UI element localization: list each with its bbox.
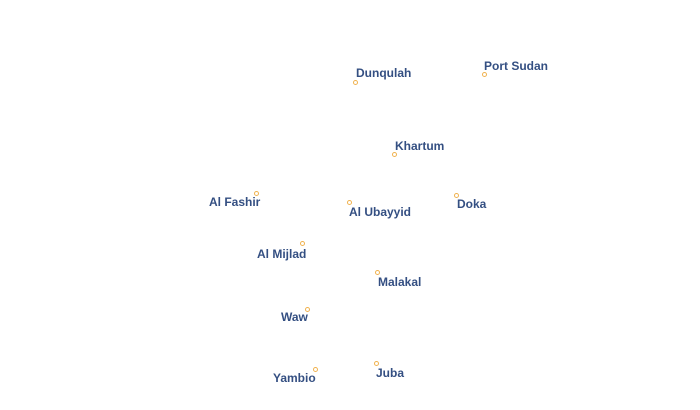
city-dot-icon [347,200,352,205]
city-label-doka: Doka [457,197,487,211]
city-dot-icon [254,191,259,196]
city-label-yambio: Yambio [273,371,316,385]
city-dot-icon [353,80,358,85]
city-dot-icon [392,152,397,157]
city-dot-icon [374,361,379,366]
city-dot-icon [482,72,487,77]
city-dot-icon [375,270,380,275]
city-label-al-ubayyid: Al Ubayyid [349,205,412,219]
city-label-malakal: Malakal [378,275,422,289]
city-label-al-mijlad: Al Mijlad [257,247,307,261]
city-dot-icon [313,367,318,372]
city-label-dunqulah: Dunqulah [356,66,412,80]
city-dot-icon [454,193,459,198]
city-label-waw: Waw [281,310,308,324]
city-label-juba: Juba [376,366,405,380]
city-dot-icon [300,241,305,246]
city-label-khartum: Khartum [395,139,445,153]
city-dot-icon [305,307,310,312]
city-label-port-sudan: Port Sudan [484,59,549,73]
city-label-al-fashir: Al Fashir [209,195,261,209]
